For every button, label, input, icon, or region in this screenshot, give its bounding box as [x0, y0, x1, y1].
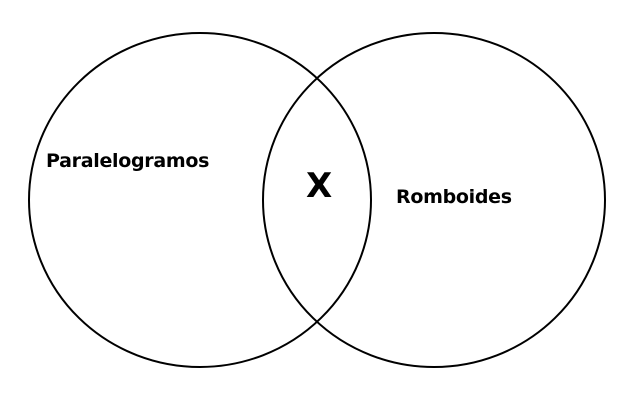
set-label-romboides: Romboides	[396, 186, 512, 208]
set-label-paralelogramos: Paralelogramos	[46, 150, 210, 172]
set-romboides-circle	[262, 32, 606, 368]
intersection-label: X	[306, 166, 333, 206]
set-paralelogramos-circle	[28, 32, 372, 368]
